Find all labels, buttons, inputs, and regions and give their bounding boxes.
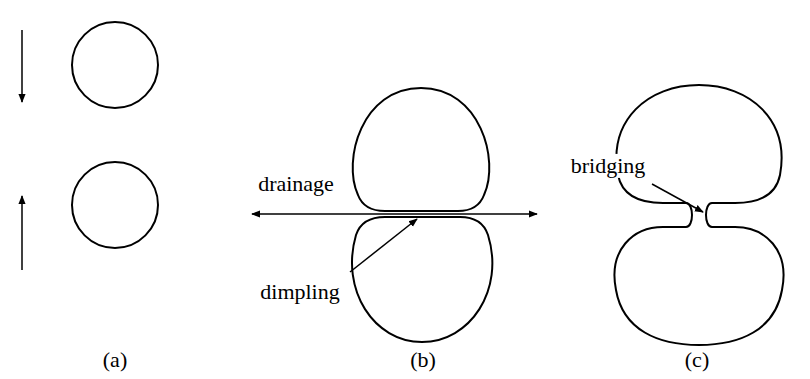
lower-drop xyxy=(352,217,492,342)
lower-drop xyxy=(72,162,158,248)
panel-label: (a) xyxy=(101,348,129,372)
bridged-drop xyxy=(614,85,783,345)
motion-arrow xyxy=(21,30,23,102)
leader-line xyxy=(350,219,417,272)
process-label: drainage xyxy=(256,172,336,196)
panel-label: (c) xyxy=(683,348,711,372)
drainage-arrow xyxy=(252,213,537,215)
process-label: bridging xyxy=(569,154,648,178)
panel-label: (b) xyxy=(408,348,438,372)
leader-line xyxy=(652,184,703,212)
upper-drop xyxy=(72,22,158,108)
process-label: dimpling xyxy=(258,280,341,304)
motion-arrow xyxy=(21,196,23,270)
upper-drop xyxy=(353,88,490,211)
